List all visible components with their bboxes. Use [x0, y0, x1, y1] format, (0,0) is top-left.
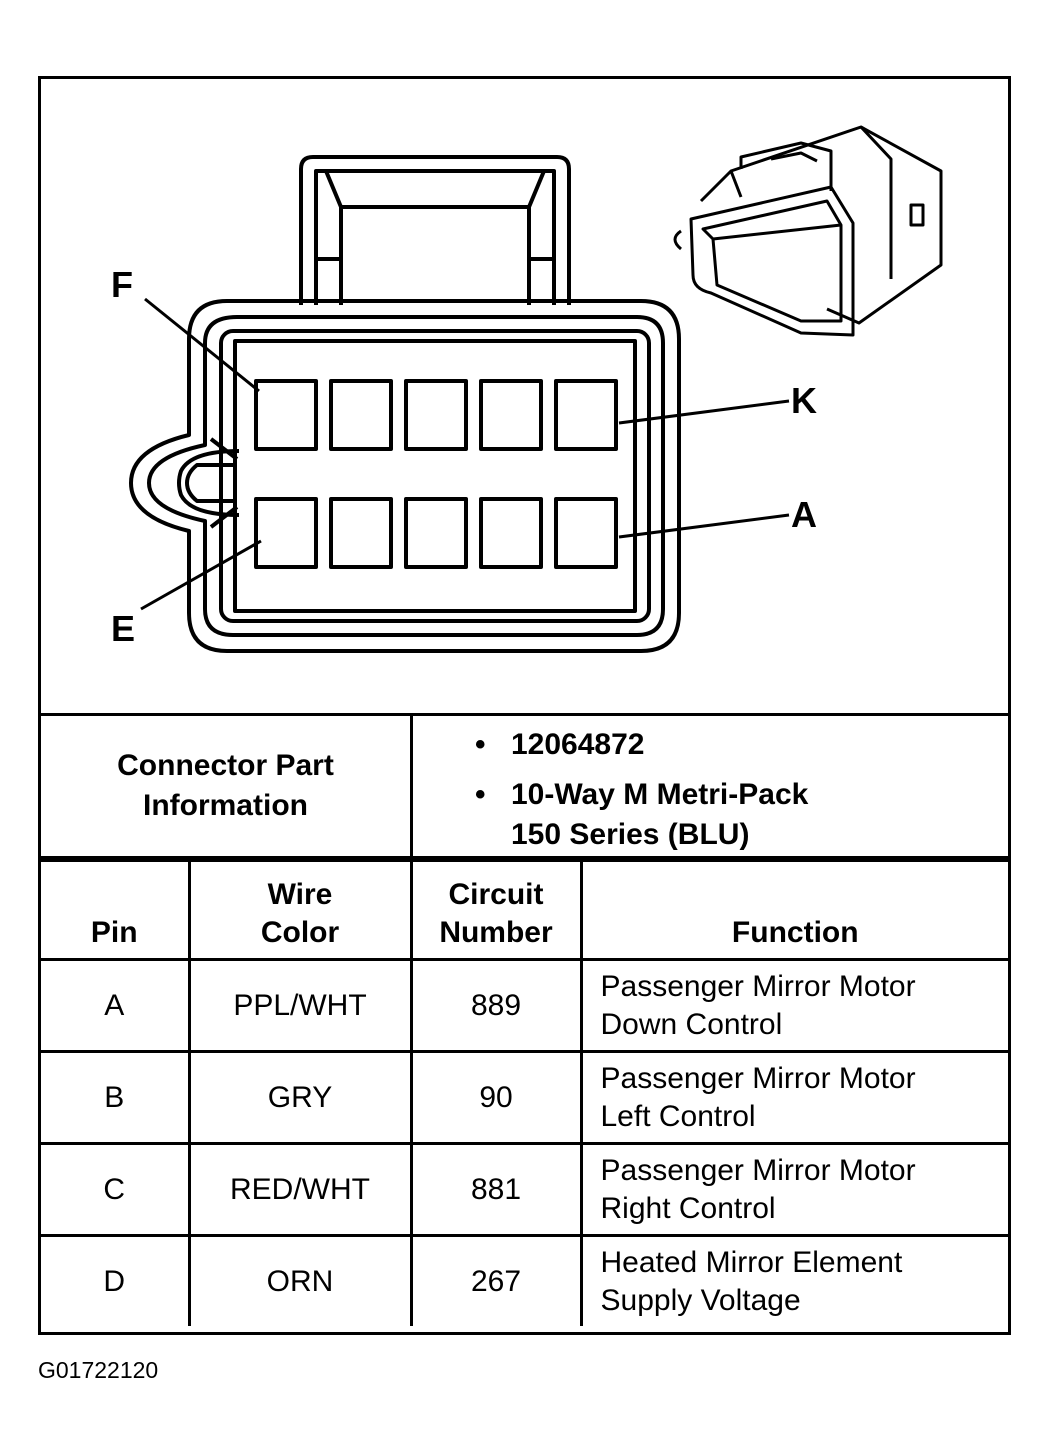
part-number-item: • 12064872 — [413, 725, 808, 765]
pin-label-k: K — [791, 380, 817, 421]
cell-wire-color: GRY — [187, 1050, 413, 1145]
cell-circuit: 889 — [409, 958, 583, 1053]
pin-label-a: A — [791, 494, 817, 535]
cell-wire-color: ORN — [187, 1234, 413, 1326]
cell-pin: A — [41, 958, 191, 1053]
connector-diagram: F K E A — [41, 79, 1008, 715]
cell-wire-color: RED/WHT — [187, 1142, 413, 1237]
bullet-icon: • — [475, 778, 486, 811]
table-row: A PPL/WHT 889 Passenger Mirror Motor Dow… — [41, 958, 1008, 1053]
connector-part-label-line1: Connector Part — [117, 749, 334, 782]
cell-function: Passenger Mirror Motor Left Control — [579, 1050, 1008, 1145]
cell-pin: C — [41, 1142, 191, 1237]
part-number: 12064872 — [511, 728, 645, 761]
connector-part-info: Connector Part Information • 12064872 • … — [41, 713, 1008, 859]
connector-description-line1: 10-Way M Metri-Pack — [511, 778, 809, 811]
connector-3d-view — [673, 125, 943, 337]
header-function: Function — [579, 859, 1008, 961]
locking-tab — [299, 155, 571, 305]
pin-label-f: F — [111, 264, 133, 305]
connector-part-label-line2: Information — [142, 789, 308, 822]
cell-pin: B — [41, 1050, 191, 1145]
connector-description-line2: 150 Series (BLU) — [511, 818, 750, 851]
cell-function: Heated Mirror Element Supply Voltage — [579, 1234, 1008, 1326]
header-wire-color: Wire Color — [187, 859, 413, 961]
cell-circuit: 267 — [409, 1234, 583, 1326]
header-circuit-number: Circuit Number — [409, 859, 583, 961]
leader-lines — [140, 297, 790, 611]
cell-circuit: 881 — [409, 1142, 583, 1237]
connector-description-item: • 10-Way M Metri-Pack 150 Series (BLU) — [413, 775, 808, 855]
pinout-table: Pin Wire Color Circuit Number Function A… — [41, 859, 1008, 1326]
cell-function: Passenger Mirror Motor Down Control — [579, 958, 1008, 1053]
connector-face-drawing — [129, 125, 943, 653]
header-pin: Pin — [41, 859, 191, 961]
connector-part-details: • 12064872 • 10-Way M Metri-Pack 150 Ser… — [413, 716, 808, 855]
table-row: C RED/WHT 881 Passenger Mirror Motor Rig… — [41, 1142, 1008, 1237]
table-row: D ORN 267 Heated Mirror Element Supply V… — [41, 1234, 1008, 1326]
figure-id: G01722120 — [38, 1357, 159, 1383]
cell-circuit: 90 — [409, 1050, 583, 1145]
pin-label-e: E — [111, 608, 136, 649]
table-row: B GRY 90 Passenger Mirror Motor Left Con… — [41, 1050, 1008, 1145]
connector-sheet: F K E A Connector Part Information • 120… — [38, 76, 1011, 1335]
connector-body — [129, 299, 681, 653]
connector-part-label: Connector Part Information — [41, 716, 413, 856]
cell-wire-color: PPL/WHT — [187, 958, 413, 1053]
cell-function: Passenger Mirror Motor Right Control — [579, 1142, 1008, 1237]
cell-pin: D — [41, 1234, 191, 1326]
pin-cavities — [254, 379, 618, 569]
pinout-header-row: Pin Wire Color Circuit Number Function — [41, 859, 1008, 961]
bullet-icon: • — [475, 728, 486, 761]
